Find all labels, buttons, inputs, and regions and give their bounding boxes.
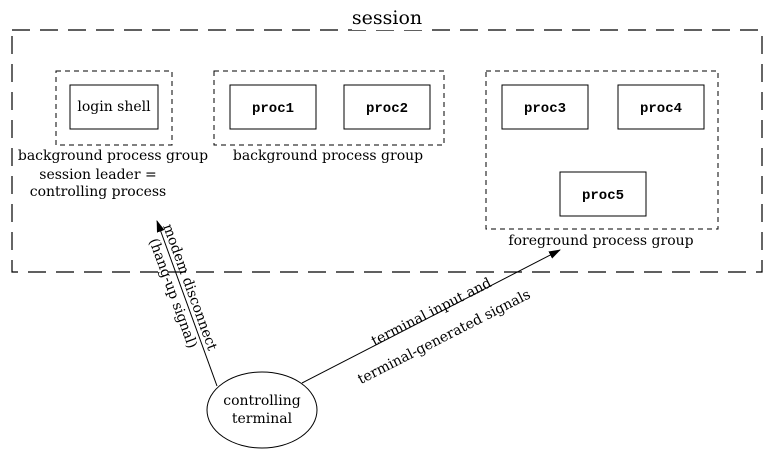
proc5-process xyxy=(559,171,647,217)
session-title-bg xyxy=(352,4,422,30)
proc3-process xyxy=(501,84,589,130)
proc4-process xyxy=(617,84,705,130)
right-group-label-bg xyxy=(508,231,694,249)
right-process-group-box xyxy=(485,70,719,230)
session-leader-label: session leader = xyxy=(39,167,156,183)
proc3-label: proc3 xyxy=(524,101,566,117)
signals-arrow xyxy=(301,249,561,384)
controlling-process-label: controlling process xyxy=(30,184,166,200)
proc1-label: proc1 xyxy=(252,101,294,117)
login-shell-process xyxy=(69,84,159,130)
controlling-terminal-label-line2: terminal xyxy=(232,411,293,427)
controlling-terminal xyxy=(206,371,318,449)
proc4-label: proc4 xyxy=(640,101,682,117)
hangup-label-group: modem disconnect (hang-up signal) xyxy=(145,222,220,353)
signals-label-group: terminal input and terminal-generated si… xyxy=(355,275,533,388)
proc2-label: proc2 xyxy=(366,101,408,117)
middle-group-label: background process group xyxy=(233,148,423,164)
controlling-terminal-label-line1: controlling xyxy=(223,393,300,409)
left-group-label: background process group xyxy=(18,148,208,164)
proc2-process xyxy=(343,84,431,130)
left-process-group-box xyxy=(55,70,173,146)
hangup-arrow xyxy=(156,220,218,387)
proc5-label: proc5 xyxy=(582,188,624,204)
proc1-process xyxy=(229,84,317,130)
middle-process-group-box xyxy=(213,70,445,146)
right-group-label: foreground process group xyxy=(508,233,693,249)
login-shell-label: login shell xyxy=(77,99,151,115)
session-title: session xyxy=(352,7,422,29)
